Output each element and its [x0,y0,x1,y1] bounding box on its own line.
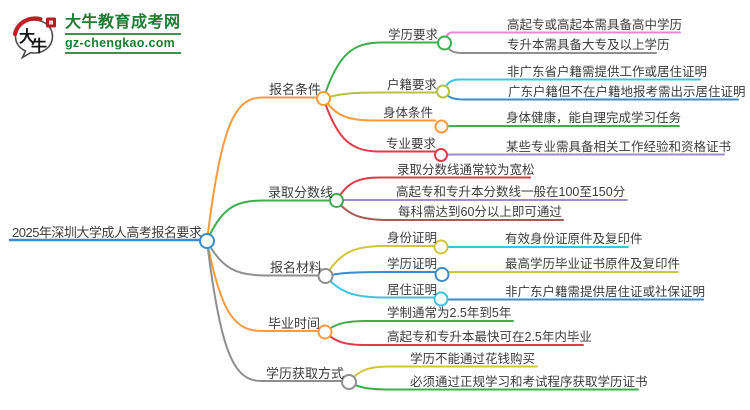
leaf-physical-1[interactable]: 身体健康，能自理完成学习任务 [506,111,682,125]
seal-mark [49,20,53,25]
node-major-requirement[interactable]: 专业要求 [386,136,437,151]
daniu-bubble-icon: 大 牛 [12,16,56,60]
leaf-edu-requirement-1[interactable]: 高起专或高起本需具备高中学历 [507,17,683,32]
edge-mat2 [441,271,679,276]
branch-degree-acquisition[interactable]: 学历获取方式 [266,365,345,381]
node-education-proof[interactable]: 学历证明 [387,257,438,271]
branch-graduation-time[interactable]: 毕业时间 [268,315,321,331]
leaf-material-identity[interactable]: 有效身份证原件及复印件 [505,232,643,246]
leaf-method-1[interactable]: 学历不能通过花钱购买 [410,351,536,366]
leaf-score-1[interactable]: 录取分数线通常较为宽松 [397,162,535,177]
edge-mat3 [440,298,704,301]
leaf-graduation-2[interactable]: 高起专和专升本最快可在2.5年内毕业 [387,330,592,344]
edge-edu_req [322,41,439,100]
leaf-major-1[interactable]: 某些专业需具备相关工作经验和资格证书 [506,139,732,154]
leaf-material-residence[interactable]: 非广东户籍需提供居住证或社保证明 [505,284,706,299]
node-education-requirement[interactable]: 学历要求 [388,27,439,42]
node-identity-proof[interactable]: 身份证明 [387,231,438,245]
connector-mat[interactable] [317,268,334,284]
edge-mat_edu [324,271,437,277]
leaf-material-education[interactable]: 最高学历毕业证书原件及复印件 [505,257,681,271]
logo-text-block: 大牛教育成考网 gz-chengkao.com [65,13,181,56]
edge-score [206,199,331,242]
connector-score[interactable] [329,193,344,208]
connector-edu_req[interactable] [437,35,452,51]
branch-admission-score-line[interactable]: 录取分数线 [268,185,334,200]
edge-major_req [322,97,436,153]
edge-score2 [335,199,628,202]
edge-method [206,240,342,382]
site-logo: 大 牛 大牛教育成考网 gz-chengkao.com [10,13,181,60]
node-physical-requirement[interactable]: 身体条件 [383,105,434,120]
connector-root[interactable] [199,233,215,249]
branch-registration-conditions[interactable]: 报名条件 [269,82,322,97]
connector-mat_res[interactable] [433,291,449,307]
node-household-requirement[interactable]: 户籍要求 [387,77,438,92]
connector-mat_edu[interactable] [434,267,450,282]
leaf-score-3[interactable]: 每科需达到60分以上即可通过 [398,205,562,219]
branch-registration-materials[interactable]: 报名材料 [270,260,323,275]
leaf-household-1[interactable]: 非广东省户籍需提供工作或居住证明 [507,64,708,79]
red-arc [12,16,43,37]
connector-hukou_req[interactable] [436,84,450,99]
central-topic[interactable]: 2025年深圳大学成人高考报名要求 [12,224,202,240]
connector-mat_id[interactable] [433,239,449,255]
bubble-char-1: 大 [19,27,35,46]
connector-body_req[interactable] [434,119,449,134]
edge-cond [206,96,318,242]
edge-major1 [440,153,725,156]
edge-mat [206,240,319,277]
leaf-edu-requirement-2[interactable]: 专升本需具备大专及以上学历 [507,38,670,52]
leaf-method-2[interactable]: 必须通过正规学习和考试程序获取学历证书 [410,374,648,389]
connector-major_req[interactable] [434,148,448,162]
logo-divider-bottom [65,51,181,54]
logo-subtitle: gz-chengkao.com [65,36,176,51]
connector-cond[interactable] [316,91,331,106]
logo-title: 大牛教育成考网 [65,14,181,31]
edge-grad [206,240,319,332]
node-residence-proof[interactable]: 居住证明 [387,282,438,297]
edge-mat_id [324,245,436,277]
bubble-char-2: 牛 [31,37,47,56]
logo-divider-top [65,33,181,36]
edge-hukou_req [322,91,438,100]
connector-method[interactable] [341,374,357,390]
connector-grad[interactable] [317,324,333,340]
leaf-graduation-1[interactable]: 学制通常为2.5年到5年 [387,306,512,320]
leaf-score-2[interactable]: 高起专和专升本分数线一般在100至150分 [396,185,626,199]
leaf-household-2[interactable]: 广东户籍但不在户籍地报考需出示居住证明 [508,84,746,99]
edge-body1 [440,125,680,128]
